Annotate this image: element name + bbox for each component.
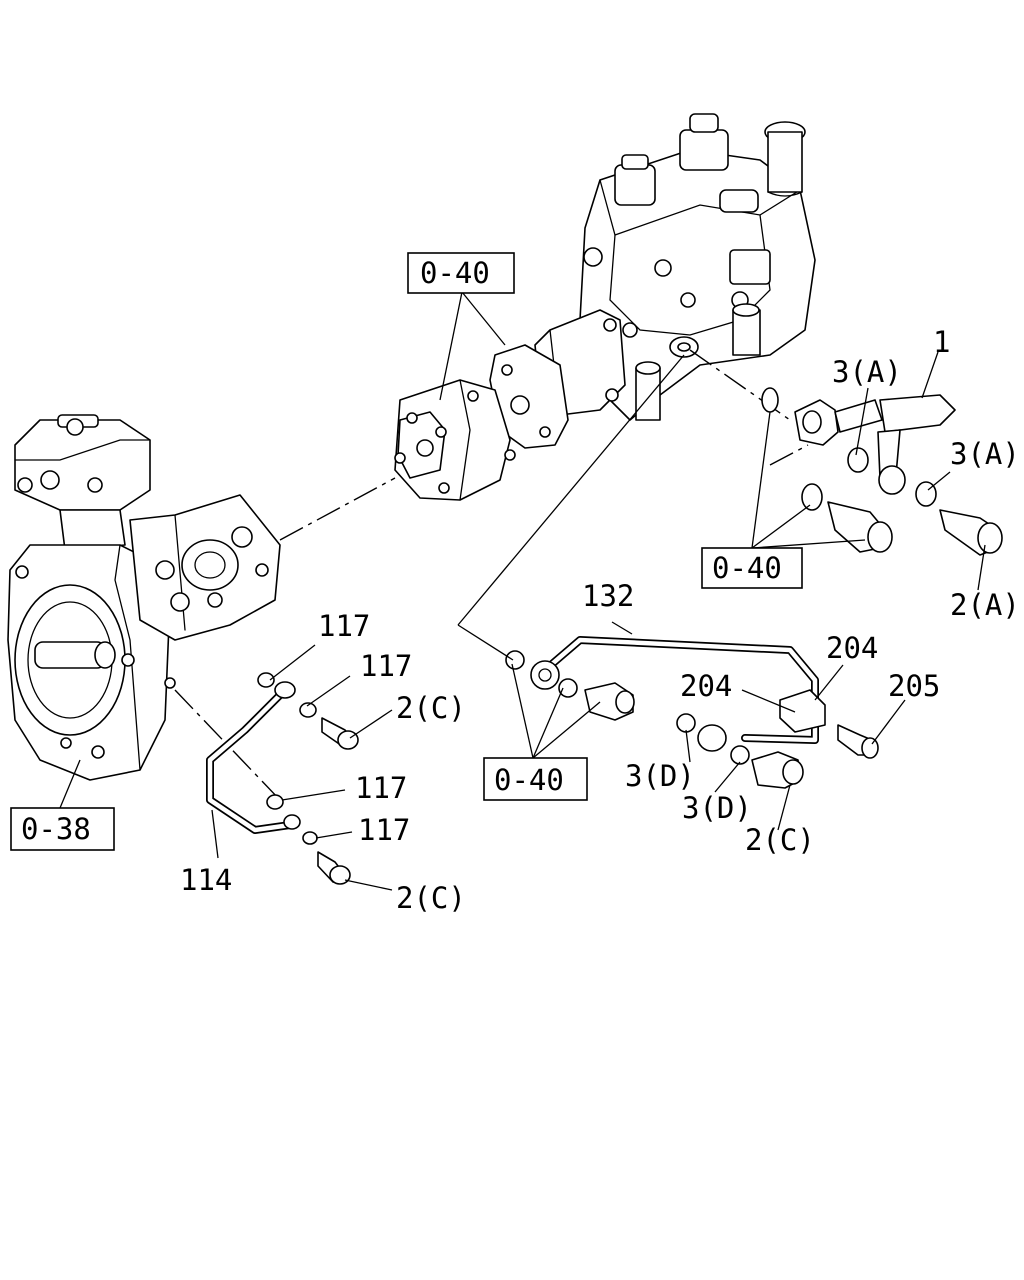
- part-label-205: 205: [888, 669, 940, 703]
- part-label-1: 1: [933, 325, 950, 359]
- part-label-117-b: 117: [360, 649, 412, 683]
- pipe-114: [206, 672, 359, 885]
- part-label-117-a: 117: [318, 609, 370, 643]
- ref-label-040-bottom: 0-40: [494, 763, 564, 797]
- drive-coupling: [394, 344, 569, 501]
- part-label-117-c: 117: [355, 771, 407, 805]
- part-label-204-lower: 204: [680, 669, 732, 703]
- ref-label-038: 0-38: [21, 812, 91, 846]
- part-label-3d-upper: 3(D): [625, 759, 695, 793]
- air-compressor: [7, 414, 281, 781]
- ref-box-040-top: [407, 252, 515, 294]
- ref-box-040-bottom: [483, 757, 588, 801]
- part-label-132: 132: [582, 579, 634, 613]
- leader-lines: [59, 291, 986, 891]
- part-label-114: 114: [180, 863, 232, 897]
- ref-box-040-right: [701, 547, 803, 589]
- part-label-2c-lower: 2(C): [396, 881, 466, 915]
- fitting-group-right: [761, 387, 1003, 556]
- part-label-3d-lower: 3(D): [682, 791, 752, 825]
- ref-label-040-right: 0-40: [712, 551, 782, 585]
- ref-box-038: [10, 807, 115, 851]
- part-label-204-upper: 204: [826, 631, 878, 665]
- injection-pump: [534, 113, 816, 421]
- part-label-3a-lower: 3(A): [950, 437, 1020, 471]
- part-label-2c-right: 2(C): [745, 823, 815, 857]
- part-label-117-d: 117: [358, 813, 410, 847]
- part-label-2a: 2(A): [950, 588, 1020, 622]
- part-label-3a-upper: 3(A): [832, 355, 902, 389]
- part-label-2c-upper: 2(C): [396, 691, 466, 725]
- ref-label-040-top: 0-40: [420, 256, 490, 290]
- pipe-132: [505, 636, 879, 789]
